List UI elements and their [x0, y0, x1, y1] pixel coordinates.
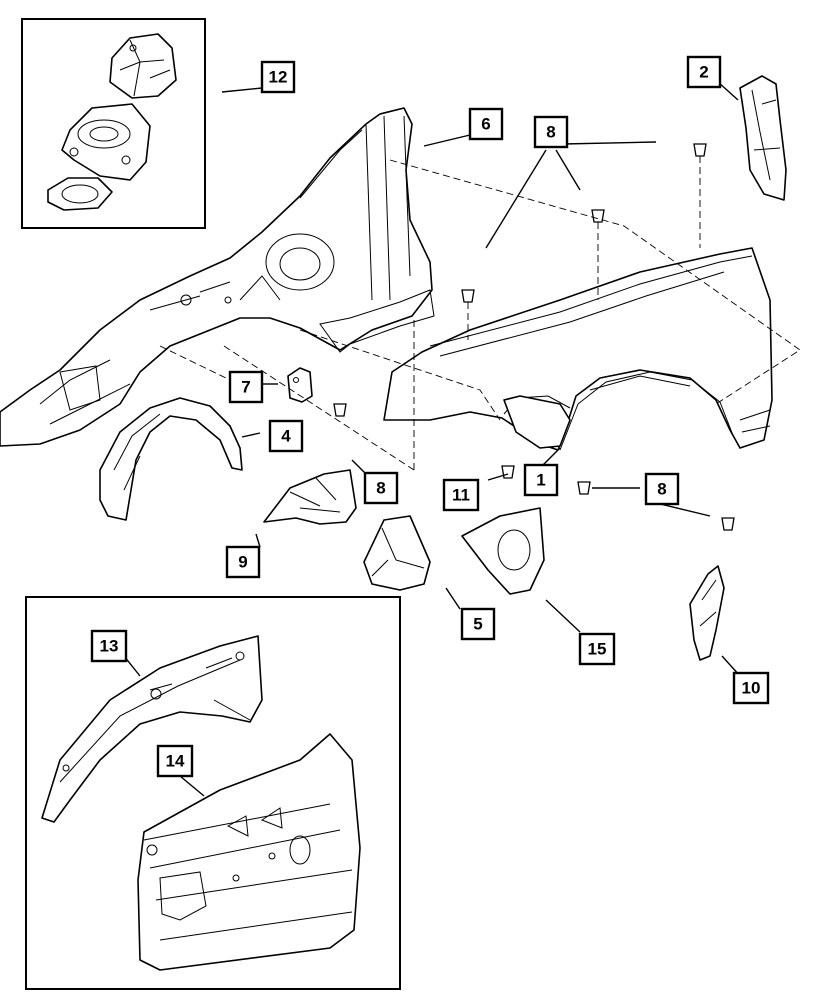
svg-text:13: 13: [100, 637, 119, 656]
inset-box-bottom-left: [25, 596, 401, 990]
callout-1: 1: [523, 463, 559, 497]
part-strut-mount: [61, 103, 151, 181]
callout-14: 14: [156, 744, 194, 778]
callout-8-top: 8: [533, 115, 569, 149]
svg-text:11: 11: [452, 486, 470, 505]
svg-text:14: 14: [166, 752, 185, 771]
svg-text:12: 12: [269, 68, 288, 87]
callout-9: 9: [225, 545, 261, 579]
part-bracket-15: [461, 507, 545, 595]
part-wheelhouse-liner: [99, 397, 243, 521]
fastener-bolts: [333, 143, 735, 531]
svg-text:4: 4: [281, 427, 291, 446]
callout-6: 6: [468, 107, 504, 141]
part-shield-10: [689, 565, 725, 661]
svg-text:5: 5: [473, 615, 482, 634]
svg-text:10: 10: [742, 679, 761, 698]
callout-15: 15: [578, 632, 616, 666]
callout-4: 4: [268, 419, 304, 453]
svg-text:7: 7: [241, 378, 250, 397]
callout-8-mid: 8: [363, 471, 399, 505]
svg-text:8: 8: [546, 123, 555, 142]
part-rail-extension: [41, 635, 263, 823]
part-bracket-5: [363, 515, 431, 591]
callout-5: 5: [460, 607, 496, 641]
svg-text:8: 8: [376, 479, 385, 498]
callout-13: 13: [90, 629, 128, 663]
svg-text:2: 2: [699, 63, 708, 82]
callout-10: 10: [732, 671, 770, 705]
callout-8-right: 8: [644, 472, 680, 506]
callout-12: 12: [260, 60, 296, 94]
part-fender: [383, 247, 773, 451]
inset-box-top-left: [21, 18, 206, 229]
part-bracket-7: [287, 367, 313, 403]
svg-text:1: 1: [536, 471, 545, 490]
svg-text:6: 6: [481, 115, 490, 134]
svg-text:8: 8: [657, 480, 666, 499]
svg-text:9: 9: [238, 553, 247, 572]
part-fender-support: [739, 75, 787, 201]
part-gasket: [47, 177, 113, 211]
part-cowl-panel: [137, 733, 361, 971]
part-reinforcement-9: [263, 469, 357, 525]
svg-text:15: 15: [588, 640, 607, 659]
callout-11: 11: [442, 478, 480, 512]
part-strut-tower-cap: [109, 33, 177, 99]
assembly-dashed-lines: [159, 156, 801, 471]
part-body-structure: [0, 107, 435, 447]
callout-7: 7: [228, 370, 264, 404]
callout-2: 2: [686, 55, 722, 89]
